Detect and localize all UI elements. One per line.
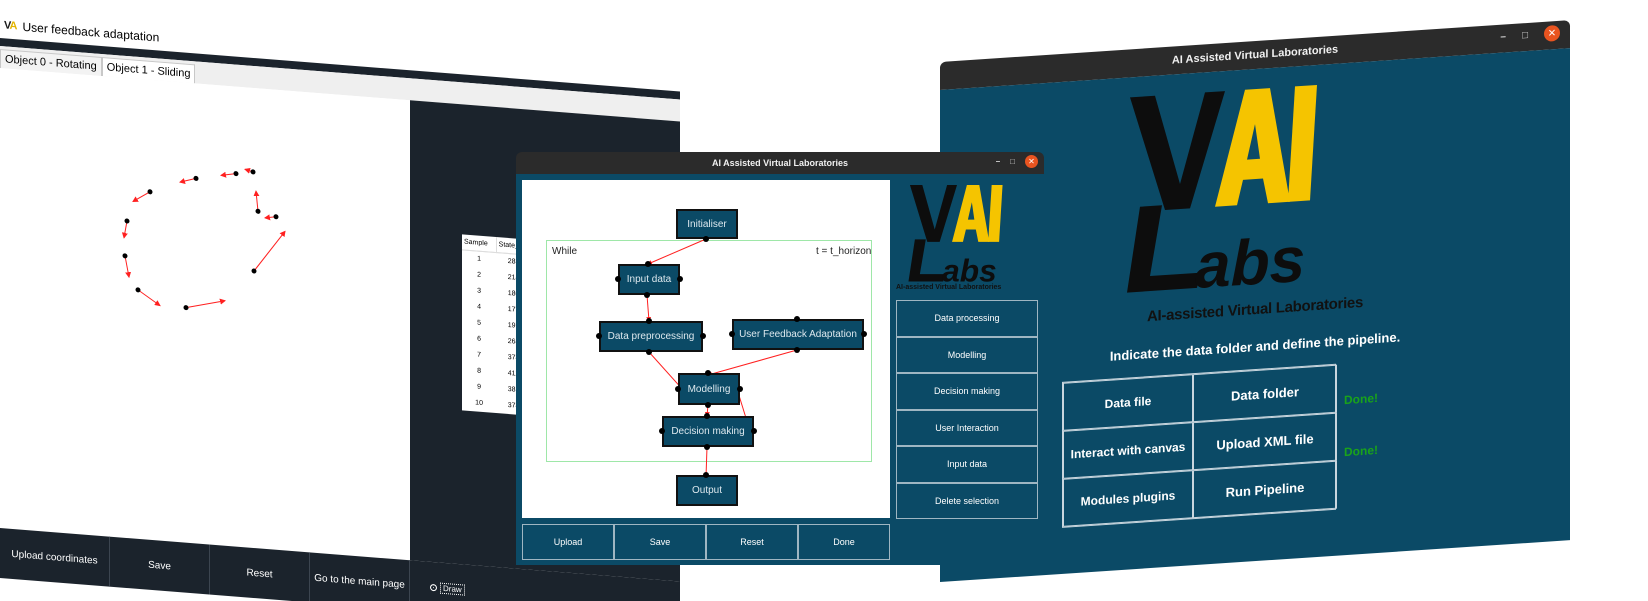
reset-button[interactable]: Reset	[210, 544, 310, 601]
editor-body: While t = t_horizon Init	[516, 174, 1044, 565]
port-handle[interactable]	[596, 333, 602, 339]
upload-coordinates-button[interactable]: Upload coordinates	[0, 528, 110, 587]
window-titlebar: AI Assisted Virtual Laboratories – □ ✕	[516, 152, 1044, 174]
loop-label: While	[552, 246, 578, 257]
save-button[interactable]: Save	[614, 524, 706, 560]
cell: 10	[475, 399, 483, 408]
close-icon[interactable]: ✕	[1544, 24, 1560, 42]
port-handle[interactable]	[677, 276, 683, 282]
port-handle[interactable]	[794, 316, 800, 322]
vai-labs-logo: abs AI-assisted Virtual Laboratories	[896, 180, 1038, 291]
draw-radio[interactable]: Draw	[430, 562, 465, 601]
pipeline-editor-window: AI Assisted Virtual Laboratories – □ ✕ W…	[516, 152, 1044, 565]
vai-labs-logo: abs	[1127, 84, 1317, 298]
close-icon[interactable]: ✕	[1025, 155, 1038, 168]
loop-condition: t = t_horizon	[816, 246, 872, 257]
trajectory-plot	[121, 168, 286, 311]
action-grid: Data file Data folder Interact with canv…	[1062, 363, 1337, 528]
data-folder-status: Done!	[1344, 390, 1378, 408]
port-handle[interactable]	[737, 386, 743, 392]
minimize-icon[interactable]: –	[1500, 30, 1506, 43]
done-button[interactable]: Done	[798, 524, 890, 560]
svg-text:abs: abs	[942, 253, 997, 284]
window-title: AI Assisted Virtual Laboratories	[711, 158, 849, 168]
save-button[interactable]: Save	[110, 536, 210, 595]
node-initialiser[interactable]: Initialiser	[676, 209, 738, 239]
run-pipeline-button[interactable]: Run Pipeline	[1193, 460, 1337, 519]
maximize-icon[interactable]: □	[1010, 157, 1015, 166]
port-handle[interactable]	[861, 331, 867, 337]
side-panel: abs AI-assisted Virtual Laboratories Dat…	[896, 180, 1038, 519]
port-handle[interactable]	[700, 333, 706, 339]
port-handle[interactable]	[645, 261, 651, 267]
port-handle[interactable]	[704, 444, 710, 450]
port-handle[interactable]	[703, 472, 709, 478]
port-handle[interactable]	[704, 413, 710, 419]
node-modelling[interactable]: Modelling	[678, 373, 740, 405]
user-interaction-button[interactable]: User Interaction	[896, 409, 1038, 446]
app-logo-icon: VA	[4, 19, 17, 33]
port-handle[interactable]	[646, 318, 652, 324]
svg-text:abs: abs	[1195, 223, 1305, 298]
decision-making-button[interactable]: Decision making	[896, 373, 1038, 410]
port-handle[interactable]	[729, 331, 735, 337]
delete-selection-button[interactable]: Delete selection	[896, 482, 1038, 519]
main-launcher-window: AI Assisted Virtual Laboratories – □ ✕ a…	[940, 20, 1570, 582]
minimize-icon[interactable]: –	[995, 157, 1001, 166]
bottom-toolbar: Upload Save Reset Done	[522, 524, 890, 560]
port-handle[interactable]	[644, 292, 650, 298]
port-handle[interactable]	[675, 386, 681, 392]
window-title: AI Assisted Virtual Laboratories	[1171, 43, 1339, 67]
main-page-button[interactable]: Go to the main page	[310, 552, 410, 601]
logo-graphic: abs	[908, 184, 1003, 284]
node-input-data[interactable]: Input data	[618, 264, 680, 295]
data-processing-button[interactable]: Data processing	[896, 300, 1038, 337]
maximize-icon[interactable]: □	[1521, 29, 1528, 41]
upload-xml-status: Done!	[1344, 442, 1378, 460]
draw-label: Draw	[440, 582, 465, 596]
node-data-preprocessing[interactable]: Data preprocessing	[599, 321, 703, 352]
radio-selected-icon	[430, 583, 437, 591]
interact-canvas-button[interactable]: Interact with canvas	[1063, 422, 1193, 479]
node-output[interactable]: Output	[676, 475, 738, 506]
node-user-feedback-adaptation[interactable]: User Feedback Adaptation	[732, 319, 864, 350]
port-handle[interactable]	[659, 428, 665, 434]
port-handle[interactable]	[615, 276, 621, 282]
port-handle[interactable]	[703, 236, 709, 242]
node-decision-making[interactable]: Decision making	[662, 416, 754, 447]
reset-button[interactable]: Reset	[706, 524, 798, 560]
user-feedback-window: VA User feedback adaptation Object 0 - R…	[0, 0, 680, 601]
launcher-body: abs AI-assisted Virtual Laboratories Ind…	[940, 48, 1570, 582]
while-loop-container[interactable]	[546, 240, 872, 462]
input-data-button[interactable]: Input data	[896, 446, 1038, 483]
pipeline-canvas[interactable]: While t = t_horizon Init	[522, 180, 890, 518]
data-file-button[interactable]: Data file	[1063, 374, 1193, 431]
port-handle[interactable]	[794, 347, 800, 353]
port-handle[interactable]	[751, 428, 757, 434]
drawing-canvas[interactable]	[0, 68, 410, 561]
modelling-button[interactable]: Modelling	[896, 336, 1038, 373]
modules-plugins-button[interactable]: Modules plugins	[1063, 470, 1193, 527]
logo-subtitle: AI-assisted Virtual Laboratories	[896, 284, 1002, 291]
port-handle[interactable]	[705, 370, 711, 376]
module-menu: Data processing Modelling Decision makin…	[896, 300, 1038, 519]
upload-button[interactable]: Upload	[522, 524, 614, 560]
port-handle[interactable]	[705, 402, 711, 408]
port-handle[interactable]	[646, 349, 652, 355]
